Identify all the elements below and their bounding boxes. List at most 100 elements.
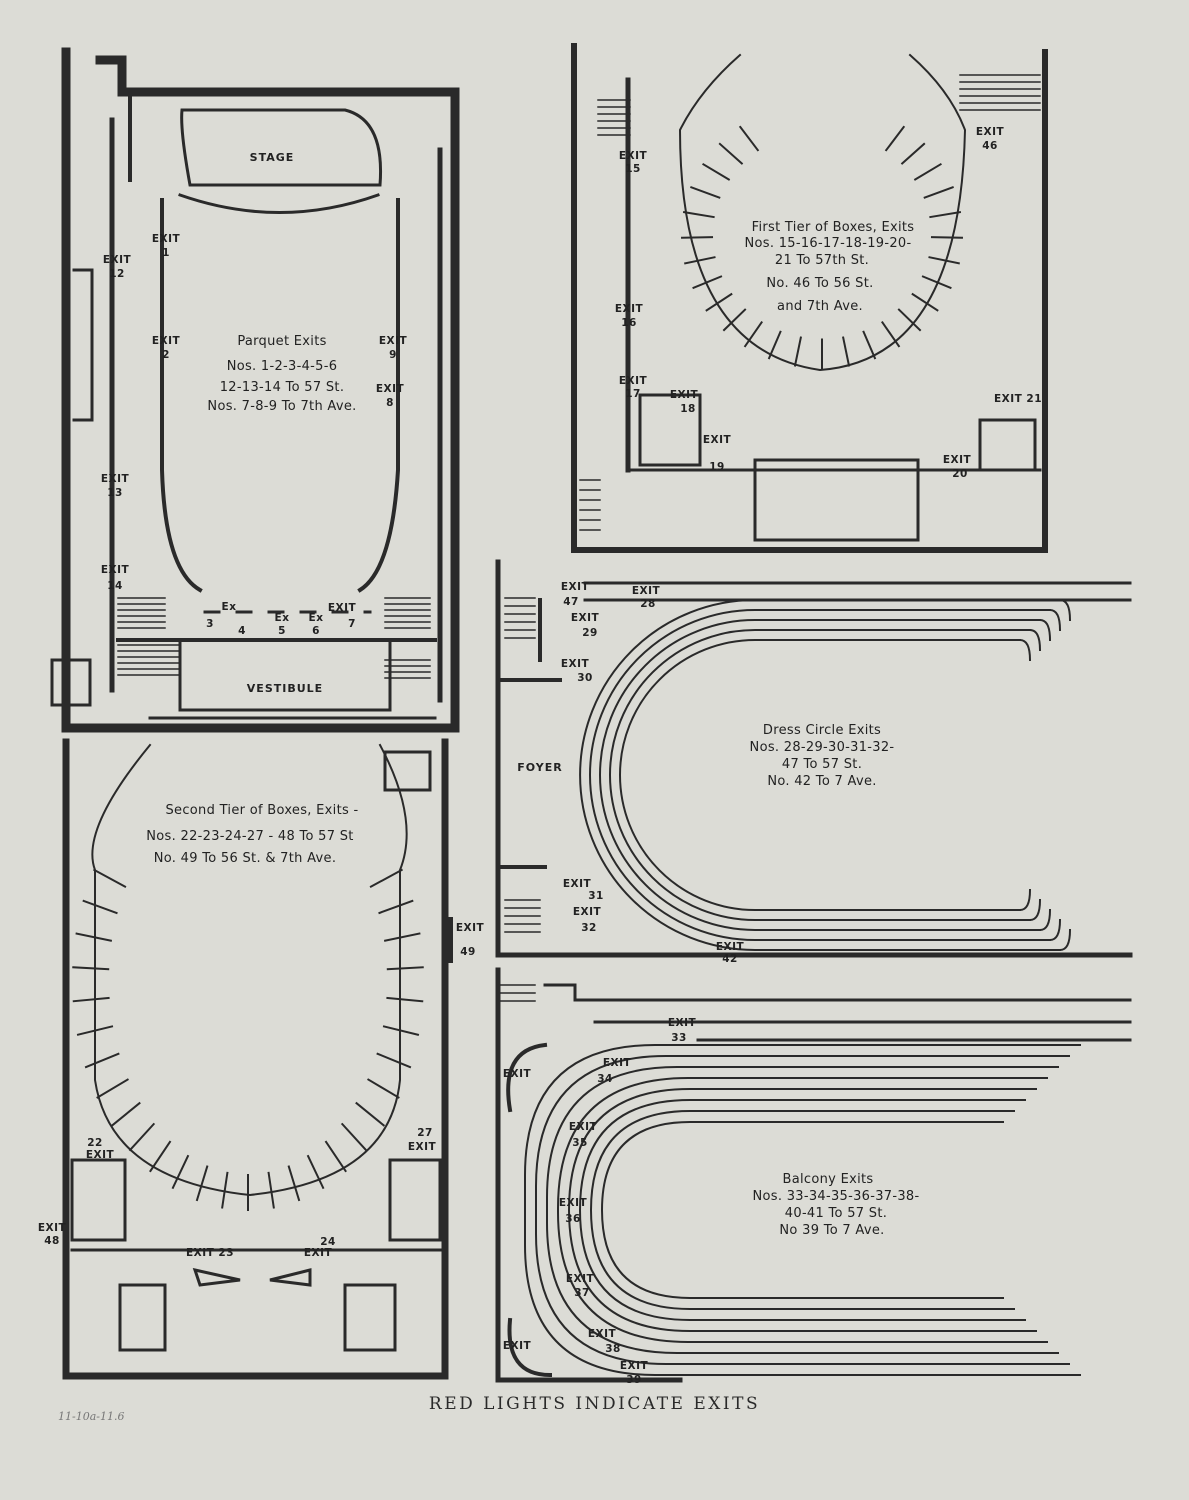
balcony-title-1: Balcony Exits bbox=[783, 1172, 874, 1187]
box-partition bbox=[76, 1025, 114, 1036]
exit-39-label: EXIT bbox=[620, 1360, 649, 1372]
exit-14-label: EXIT bbox=[101, 564, 130, 576]
seating-row bbox=[600, 1121, 1004, 1299]
exit-38-number: 38 bbox=[605, 1343, 621, 1355]
box-partition bbox=[841, 336, 851, 367]
seating-row-end bbox=[1038, 618, 1052, 642]
exit-23-label: EXIT 23 bbox=[186, 1247, 234, 1259]
exit-2-number: 2 bbox=[162, 349, 170, 361]
exit-5-ex: Ex bbox=[275, 612, 290, 624]
box-partition bbox=[718, 142, 744, 165]
box-partition bbox=[367, 1078, 400, 1099]
exit-28-number: 28 bbox=[640, 598, 656, 610]
box-partition bbox=[195, 1165, 209, 1202]
exit-31-number: 31 bbox=[588, 890, 604, 902]
balcony-title-4: No 39 To 7 Ave. bbox=[779, 1223, 884, 1238]
exit-18-label: EXIT bbox=[670, 389, 699, 401]
box-partition bbox=[355, 1101, 386, 1127]
seating-row-end bbox=[1028, 628, 1042, 652]
exit-30-number: 30 bbox=[577, 672, 593, 684]
second-tier-title-2: Nos. 22-23-24-27 - 48 To 57 St bbox=[146, 829, 353, 844]
box-partition bbox=[84, 1052, 120, 1069]
exit-19-label: EXIT bbox=[703, 434, 732, 446]
exit-38-label: EXIT bbox=[588, 1328, 617, 1340]
exit-22-number: 22 bbox=[87, 1137, 103, 1149]
exit-13-number: 13 bbox=[107, 487, 123, 499]
box-partition bbox=[928, 256, 960, 265]
seating-row-end bbox=[1048, 918, 1062, 942]
box-partition bbox=[684, 256, 716, 265]
exit-29-label: EXIT bbox=[571, 612, 600, 624]
first-tier-panel bbox=[571, 43, 1048, 553]
second-tier-title-1: Second Tier of Boxes, Exits - bbox=[166, 803, 359, 818]
exit-34-label: EXIT bbox=[603, 1057, 632, 1069]
exit-3-number: 3 bbox=[206, 618, 214, 630]
exit-36-label: EXIT bbox=[559, 1197, 588, 1209]
exit-37-number: 37 bbox=[574, 1287, 590, 1299]
dress-circle-title-1: Dress Circle Exits bbox=[763, 723, 881, 738]
parquet-title-1: Parquet Exits bbox=[237, 334, 326, 349]
exit-17-number: 17 bbox=[625, 388, 641, 400]
first-tier-box-ticks bbox=[681, 125, 963, 369]
exit-48-label: EXIT bbox=[38, 1222, 67, 1234]
exit-19-number: 19 bbox=[709, 461, 725, 473]
parquet-title-4: Nos. 7-8-9 To 7th Ave. bbox=[207, 399, 356, 414]
box-partition bbox=[72, 966, 110, 971]
exit-46-number: 46 bbox=[982, 140, 998, 152]
seating-row bbox=[579, 599, 1061, 951]
second-tier-panel bbox=[62, 738, 453, 1380]
box-partition bbox=[930, 236, 963, 239]
exit-46-label: EXIT bbox=[976, 126, 1005, 138]
box-partition bbox=[690, 186, 721, 199]
box-partition bbox=[897, 308, 922, 332]
exit-32-number: 32 bbox=[581, 922, 597, 934]
exit-27-number: 27 bbox=[417, 1127, 433, 1139]
exit-12-number: 12 bbox=[109, 268, 125, 280]
exit-28-label: EXIT bbox=[632, 585, 661, 597]
box-partition bbox=[149, 1140, 172, 1173]
exit-20-label: EXIT bbox=[943, 454, 972, 466]
box-partition bbox=[369, 868, 404, 889]
exit-6-ex: Ex bbox=[309, 612, 324, 624]
exit-31-label: EXIT bbox=[563, 878, 592, 890]
exit-47-number: 47 bbox=[563, 596, 579, 608]
seating-row bbox=[619, 639, 1021, 911]
seating-row-end bbox=[1038, 908, 1052, 932]
exit-4-number: 4 bbox=[238, 625, 246, 637]
parquet-title-3: 12-13-14 To 57 St. bbox=[220, 380, 345, 395]
seating-row bbox=[589, 1110, 1015, 1310]
first-tier-title-2: Nos. 15-16-17-18-19-20- bbox=[744, 236, 911, 251]
box-partition bbox=[793, 336, 803, 367]
exit-15-number: 15 bbox=[625, 163, 641, 175]
balcony-panel bbox=[495, 967, 1132, 1383]
exit-48-number: 48 bbox=[44, 1235, 60, 1247]
box-partition bbox=[92, 868, 127, 889]
balcony-title-2: Nos. 33-34-35-36-37-38- bbox=[752, 1189, 919, 1204]
exit-7-label: EXIT bbox=[328, 602, 357, 614]
seating-row-end bbox=[1028, 898, 1042, 922]
box-partition bbox=[306, 1154, 325, 1190]
exit-20-number: 20 bbox=[952, 468, 968, 480]
box-partition bbox=[682, 210, 715, 219]
seating-row bbox=[578, 1099, 1026, 1321]
box-partition bbox=[923, 186, 954, 199]
box-partition bbox=[376, 1052, 412, 1069]
box-partition bbox=[383, 932, 421, 942]
exit-1-label: EXIT bbox=[152, 233, 181, 245]
seating-row bbox=[557, 1077, 1048, 1343]
dress-circle-title-3: 47 To 57 St. bbox=[782, 757, 862, 772]
exit-1-number: 1 bbox=[162, 247, 170, 259]
box-partition bbox=[929, 210, 962, 219]
exit-49-label: EXIT bbox=[456, 922, 485, 934]
exit-16-number: 16 bbox=[621, 317, 637, 329]
exit-8-number: 8 bbox=[386, 397, 394, 409]
box-partition bbox=[913, 162, 942, 181]
balcony-title-3: 40-41 To 57 St. bbox=[785, 1206, 887, 1221]
exit-12-label: EXIT bbox=[103, 254, 132, 266]
exit-6-number: 6 bbox=[312, 625, 320, 637]
exit-24-number: 24 bbox=[320, 1236, 336, 1248]
seating-row-end bbox=[1048, 608, 1062, 632]
box-partition bbox=[128, 1122, 156, 1152]
box-partition bbox=[738, 125, 760, 152]
exit-27-label: EXIT bbox=[408, 1141, 437, 1153]
